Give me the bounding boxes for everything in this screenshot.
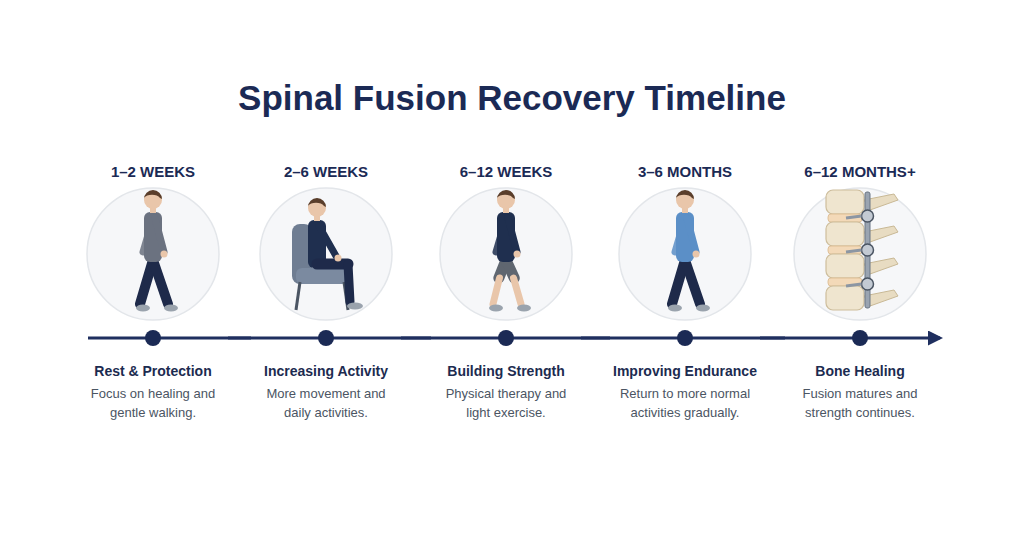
stage-heading: Rest & Protection [94, 362, 211, 380]
stage-circle [87, 188, 219, 320]
spacer [685, 182, 686, 362]
spacer [326, 182, 327, 362]
period-label: 6–12 MONTHS+ [804, 162, 915, 182]
timeline-dot [318, 330, 334, 346]
stage-description: More movement and daily activities. [255, 384, 397, 422]
stage-column: 6–12 WEEKS Building StrengthPhysical ther… [431, 162, 581, 422]
stage-heading: Improving Endurance [613, 362, 757, 380]
walking-figure [136, 190, 178, 312]
timeline-connector [581, 337, 610, 340]
stage-column: 2–6 WEEKS Increasing ActivityMore movemen… [251, 162, 401, 422]
stage-circle [619, 188, 751, 320]
stage-heading: Bone Healing [815, 362, 904, 380]
timeline-dot [677, 330, 693, 346]
timeline-connector [401, 337, 431, 340]
stage-description: Focus on healing and gentle walking. [82, 384, 224, 422]
stage-description: Physical therapy and light exercise. [435, 384, 577, 422]
period-label: 1–2 WEEKS [111, 162, 195, 182]
spacer [506, 182, 507, 362]
spine-illustration [826, 190, 898, 310]
timeline-connector [760, 337, 785, 340]
timeline-dot [498, 330, 514, 346]
timeline-dot [145, 330, 161, 346]
timeline-dot [852, 330, 868, 346]
stage-heading: Building Strength [447, 362, 564, 380]
seated-figure [292, 198, 363, 310]
walking-figure [668, 190, 710, 312]
period-label: 2–6 WEEKS [284, 162, 368, 182]
stage-column: 6–12 MONTHS+ Bone HealingFusion matures a… [785, 162, 935, 422]
stage-column: 1–2 WEEKS Rest & ProtectionFocus on heali… [78, 162, 228, 422]
walking-figure [489, 190, 531, 312]
period-label: 6–12 WEEKS [460, 162, 553, 182]
stage-heading: Increasing Activity [264, 362, 388, 380]
period-label: 3–6 MONTHS [638, 162, 732, 182]
stage-circle [260, 188, 392, 320]
stage-description: Fusion matures and strength continues. [789, 384, 931, 422]
stage-circle [794, 188, 926, 320]
stage-description: Return to more normal activities gradual… [614, 384, 756, 422]
timeline-connector [228, 337, 251, 340]
diagram-title: Spinal Fusion Recovery Timeline [0, 78, 1024, 118]
stage-circle [440, 188, 572, 320]
spacer [860, 182, 861, 362]
spacer [153, 182, 154, 362]
stage-column: 3–6 MONTHS Improving EnduranceReturn to m… [610, 162, 760, 422]
